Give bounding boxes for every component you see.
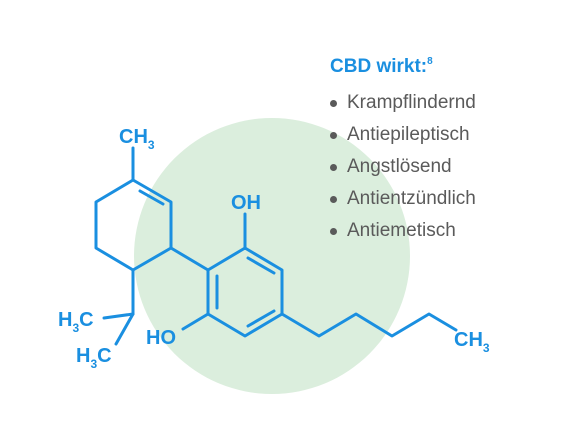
effect-label: Angstlösend <box>347 156 452 177</box>
bond-isopropyl-upper <box>102 312 135 320</box>
effect-label: Antiepileptisch <box>347 124 470 145</box>
bond-ho-bottom <box>181 312 210 331</box>
atom-labels: CH3 OH HO H3C H3C CH3 <box>58 126 490 371</box>
label-oh-top: OH <box>231 192 261 214</box>
effects-title: CBD wirkt:8 <box>330 50 476 79</box>
effects-list: Krampflindernd Antiepileptisch Angstlöse… <box>330 87 476 247</box>
pentyl-chain <box>280 312 458 338</box>
background-circle <box>134 118 410 394</box>
aromatic-inner-bond-3 <box>246 309 276 328</box>
effect-label: Antientzündlich <box>347 188 476 209</box>
effect-label: Krampflindernd <box>347 92 476 113</box>
label-ho-bottom: HO <box>146 327 176 349</box>
effect-label: Antiemetisch <box>347 220 456 241</box>
label-ch3-top: CH3 <box>119 126 155 152</box>
label-ch3-tail: CH3 <box>454 329 490 355</box>
bond-isopropyl-lower <box>114 312 135 346</box>
list-item: Krampflindernd <box>330 87 476 119</box>
list-item: Angstlösend <box>330 151 476 183</box>
footnote-marker: 8 <box>427 56 433 67</box>
label-h3c-lower: H3C <box>76 345 112 371</box>
effects-panel: CBD wirkt:8 Krampflindernd Antiepileptis… <box>330 50 476 247</box>
list-item: Antientzündlich <box>330 183 476 215</box>
cyclohexene-double-bond <box>138 189 165 206</box>
list-item: Antiemetisch <box>330 215 476 247</box>
bullet-icon <box>330 227 337 235</box>
bullet-icon <box>330 163 337 171</box>
bullet-icon <box>330 195 337 203</box>
bond-ring-to-aromatic <box>169 246 210 272</box>
effects-title-text: CBD wirkt: <box>330 56 428 77</box>
bullet-icon <box>330 131 337 139</box>
label-h3c-upper: H3C <box>58 309 94 335</box>
aromatic-inner-bond-2 <box>246 256 276 275</box>
bullet-icon <box>330 99 337 107</box>
list-item: Antiepileptisch <box>330 119 476 151</box>
molecule-bonds <box>94 146 458 346</box>
